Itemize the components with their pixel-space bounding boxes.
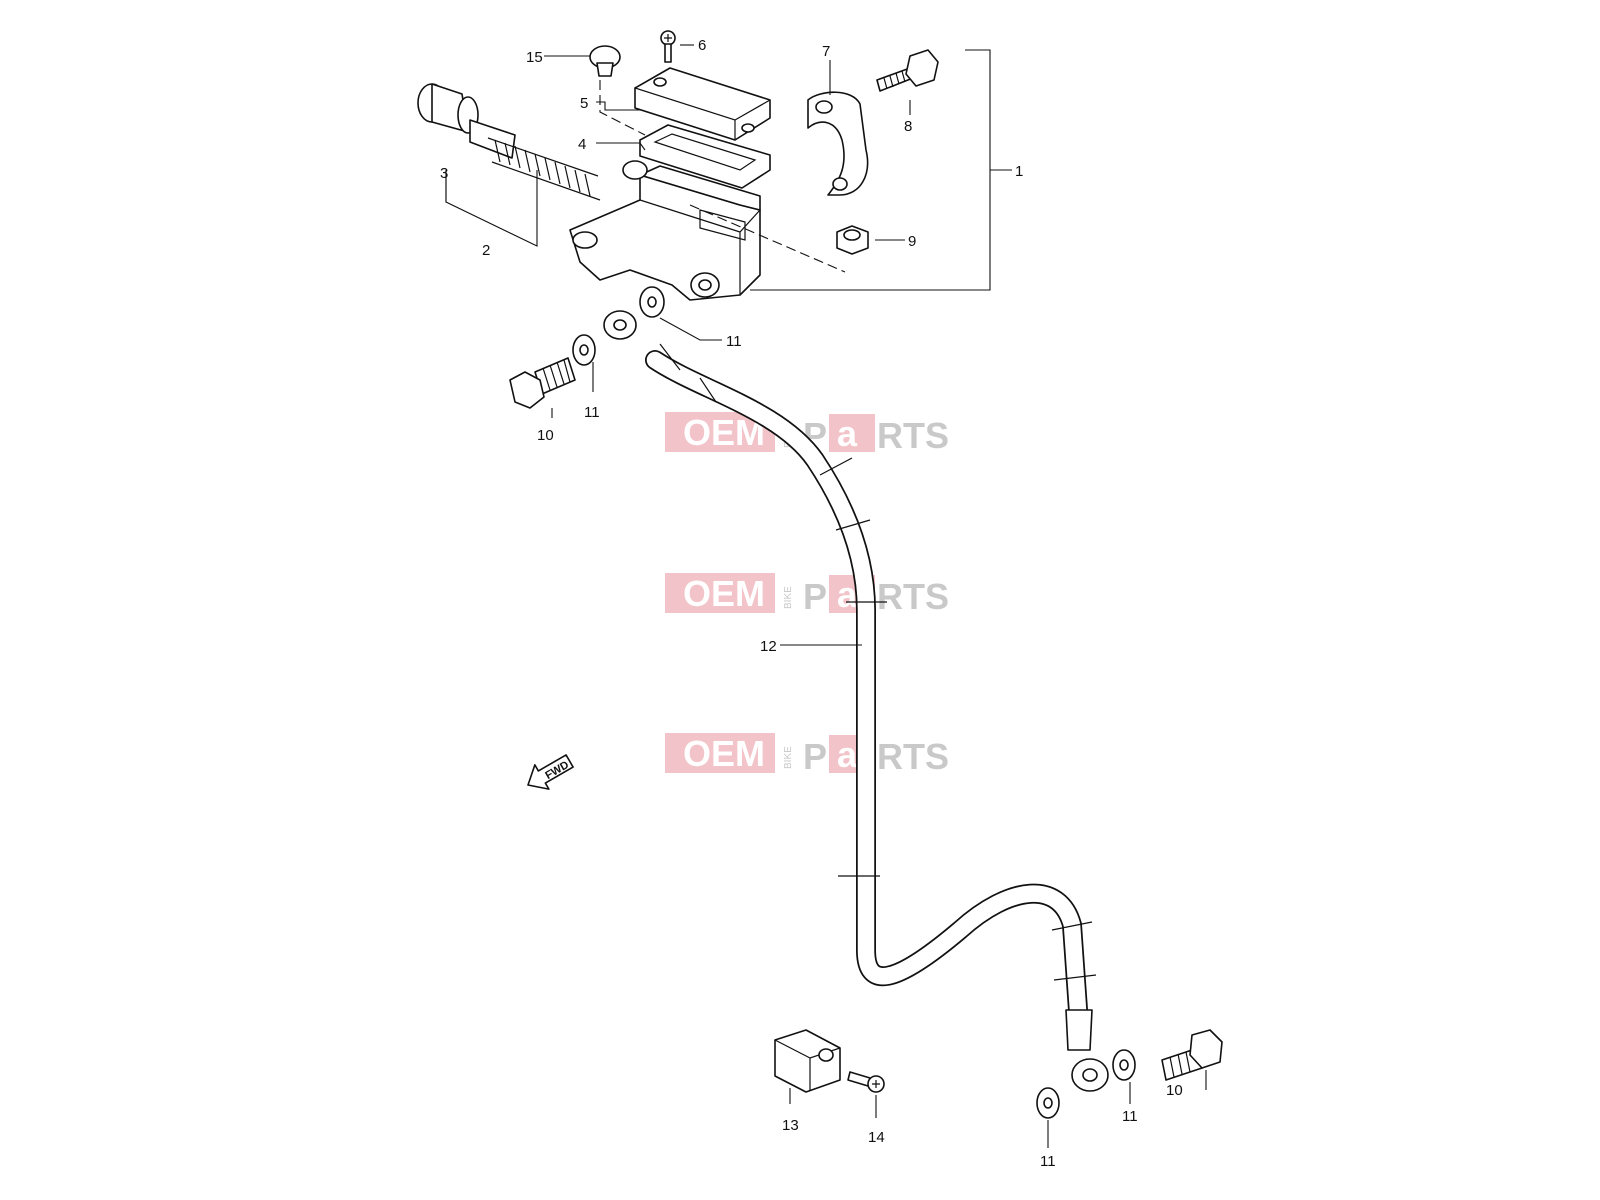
union-bolt-top	[509, 357, 576, 409]
callout-1: 1	[1015, 163, 1023, 180]
callout-9: 9	[908, 233, 916, 250]
reservoir-diaphragm	[639, 124, 771, 189]
watermark-bike-text: BIKE	[783, 586, 794, 609]
watermark-parts-rest: RTS	[877, 576, 949, 617]
watermark-oem-text: OEM	[683, 733, 765, 774]
watermark-parts-a: a	[837, 413, 858, 454]
nut	[836, 225, 869, 255]
washer-bottom-right	[1112, 1049, 1136, 1081]
leader-lines	[445, 44, 1207, 1148]
watermark-parts-rest: RTS	[877, 415, 949, 456]
watermark-bike-text: BIKE	[783, 746, 794, 769]
reservoir-cap	[634, 67, 771, 141]
washer-top-left	[572, 334, 596, 366]
clamp-screw	[847, 1071, 885, 1093]
callout-11-bottom-left: 11	[1040, 1153, 1056, 1170]
callout-11-bottom-right: 11	[1122, 1108, 1138, 1125]
forward-arrow-icon: FWD	[527, 754, 574, 790]
watermark-parts-p: P	[803, 736, 827, 777]
callout-13: 13	[782, 1117, 799, 1134]
callout-11-top-right: 11	[726, 333, 742, 350]
washer-top-right	[639, 286, 665, 318]
fwd-label: FWD	[543, 759, 571, 782]
callout-15: 15	[526, 49, 543, 66]
hose-clamp	[774, 1029, 841, 1093]
callout-8: 8	[904, 118, 912, 135]
clamp-bolt	[876, 49, 939, 92]
watermark-parts-a: a	[837, 734, 858, 775]
union-bolt-bottom	[1161, 1029, 1223, 1081]
callout-10-top: 10	[537, 427, 554, 444]
callout-labels: 15 6 7 5 4 8 1 3 9 2 11 11 10 12 10 11 1…	[440, 37, 1183, 1170]
callout-4: 4	[578, 136, 586, 153]
cap-screw	[660, 30, 676, 63]
callout-7: 7	[822, 43, 830, 60]
callout-3: 3	[440, 165, 448, 182]
callout-5: 5	[580, 95, 588, 112]
watermark-parts-rest: RTS	[877, 736, 949, 777]
watermark-parts-p: P	[803, 576, 827, 617]
brake-hose	[603, 310, 1109, 1092]
callout-14: 14	[868, 1129, 885, 1146]
handlebar-clamp	[807, 91, 869, 196]
master-cylinder-body	[569, 160, 761, 301]
washer-bottom-left	[1036, 1087, 1060, 1119]
cap-centerline	[599, 80, 846, 273]
callout-11-top-left: 11	[584, 404, 600, 421]
piston-assembly	[417, 83, 601, 201]
watermark-parts-a: a	[837, 574, 858, 615]
callout-2: 2	[482, 242, 490, 259]
callout-12: 12	[760, 638, 777, 655]
callout-10-bottom: 10	[1166, 1082, 1183, 1099]
callout-6: 6	[698, 37, 706, 54]
dust-boot	[589, 45, 621, 77]
watermark-3: OEM BIKE P a RTS	[665, 733, 949, 777]
watermark-oem-text: OEM	[683, 573, 765, 614]
watermark-2: OEM BIKE P a RTS	[665, 573, 949, 617]
